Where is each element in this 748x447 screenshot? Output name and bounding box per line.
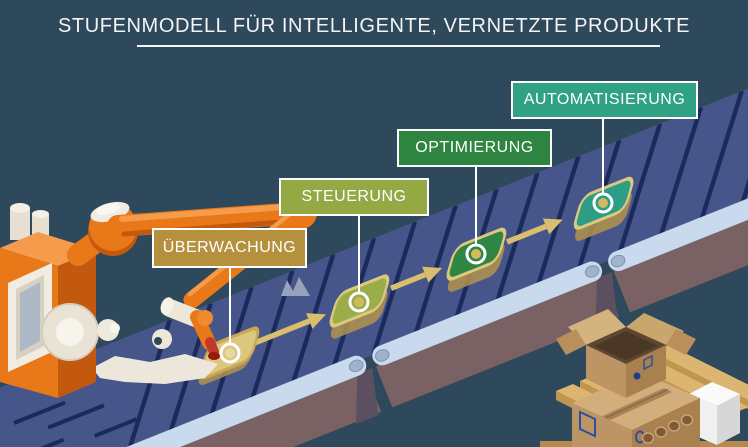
machine-window-aperture	[20, 282, 40, 352]
title-divider	[137, 45, 660, 47]
gripper-tip	[205, 337, 219, 357]
big-cardboard-box	[572, 372, 700, 447]
box-blue-square-mark	[579, 410, 596, 438]
gripper-tip-end	[208, 352, 220, 360]
arrow-head-2	[422, 266, 443, 283]
belt-rail-segment-1	[54, 355, 367, 447]
box-flap-right	[626, 313, 684, 345]
flow-arrows	[240, 218, 563, 351]
hand-pin-hole	[154, 337, 162, 345]
stage-label-ueberwachung: ÜBERWACHUNG	[152, 228, 307, 268]
wrist-cap	[160, 297, 174, 315]
belt-rail-segment-2	[372, 261, 603, 366]
arrow-head-1	[306, 313, 327, 329]
belt-side-segment-1	[67, 370, 382, 447]
belt-motion-dashes	[0, 400, 138, 447]
box-flap-side-left	[556, 329, 586, 355]
shoulder-cap-highlight	[96, 203, 120, 215]
box-flap-side-right	[666, 329, 696, 355]
marker-dot-1	[225, 348, 235, 358]
upper-arm-highlight	[119, 203, 301, 222]
roller	[610, 254, 626, 268]
shoulder-drum-cap	[56, 318, 84, 346]
roller	[584, 265, 600, 278]
box-flap-left	[568, 309, 626, 345]
belt-rail-segment-3	[608, 82, 748, 272]
arrow-segment-2	[389, 272, 427, 291]
open-cardboard-box	[556, 309, 696, 398]
belt-side-segment-2	[375, 275, 619, 408]
hand-knob	[197, 310, 213, 326]
stage-label-automatisierung: AUTOMATISIERUNG	[511, 81, 698, 119]
belt-end-cap-1	[355, 368, 379, 425]
roller	[348, 359, 364, 373]
stage-label-steuerung: STEUERUNG	[279, 178, 429, 216]
product-markers	[219, 192, 614, 364]
arrow-head-3	[542, 218, 563, 235]
marker-dot-2	[354, 297, 364, 307]
pallet-and-boxes	[540, 309, 748, 447]
stage-label-optimierung: OPTIMIERUNG	[397, 129, 552, 167]
upper-arm	[107, 202, 311, 237]
roller	[374, 349, 390, 362]
belt-edge-notch	[281, 277, 310, 296]
marker-dot-3	[471, 249, 481, 259]
machine-base-plate	[92, 354, 218, 384]
marker-dot-4	[598, 198, 608, 208]
drum-nub-cap	[110, 323, 120, 333]
page-title: STUFENMODELL FÜR INTELLIGENTE, VERNETZTE…	[57, 15, 691, 37]
box-holes	[641, 414, 694, 444]
leader-lines	[229, 119, 604, 346]
belt-side-segment-3	[613, 100, 748, 313]
arrow-segment-3	[506, 223, 548, 245]
box-blue-dot-mark	[633, 372, 641, 380]
box-blue-square-mark	[643, 354, 653, 371]
